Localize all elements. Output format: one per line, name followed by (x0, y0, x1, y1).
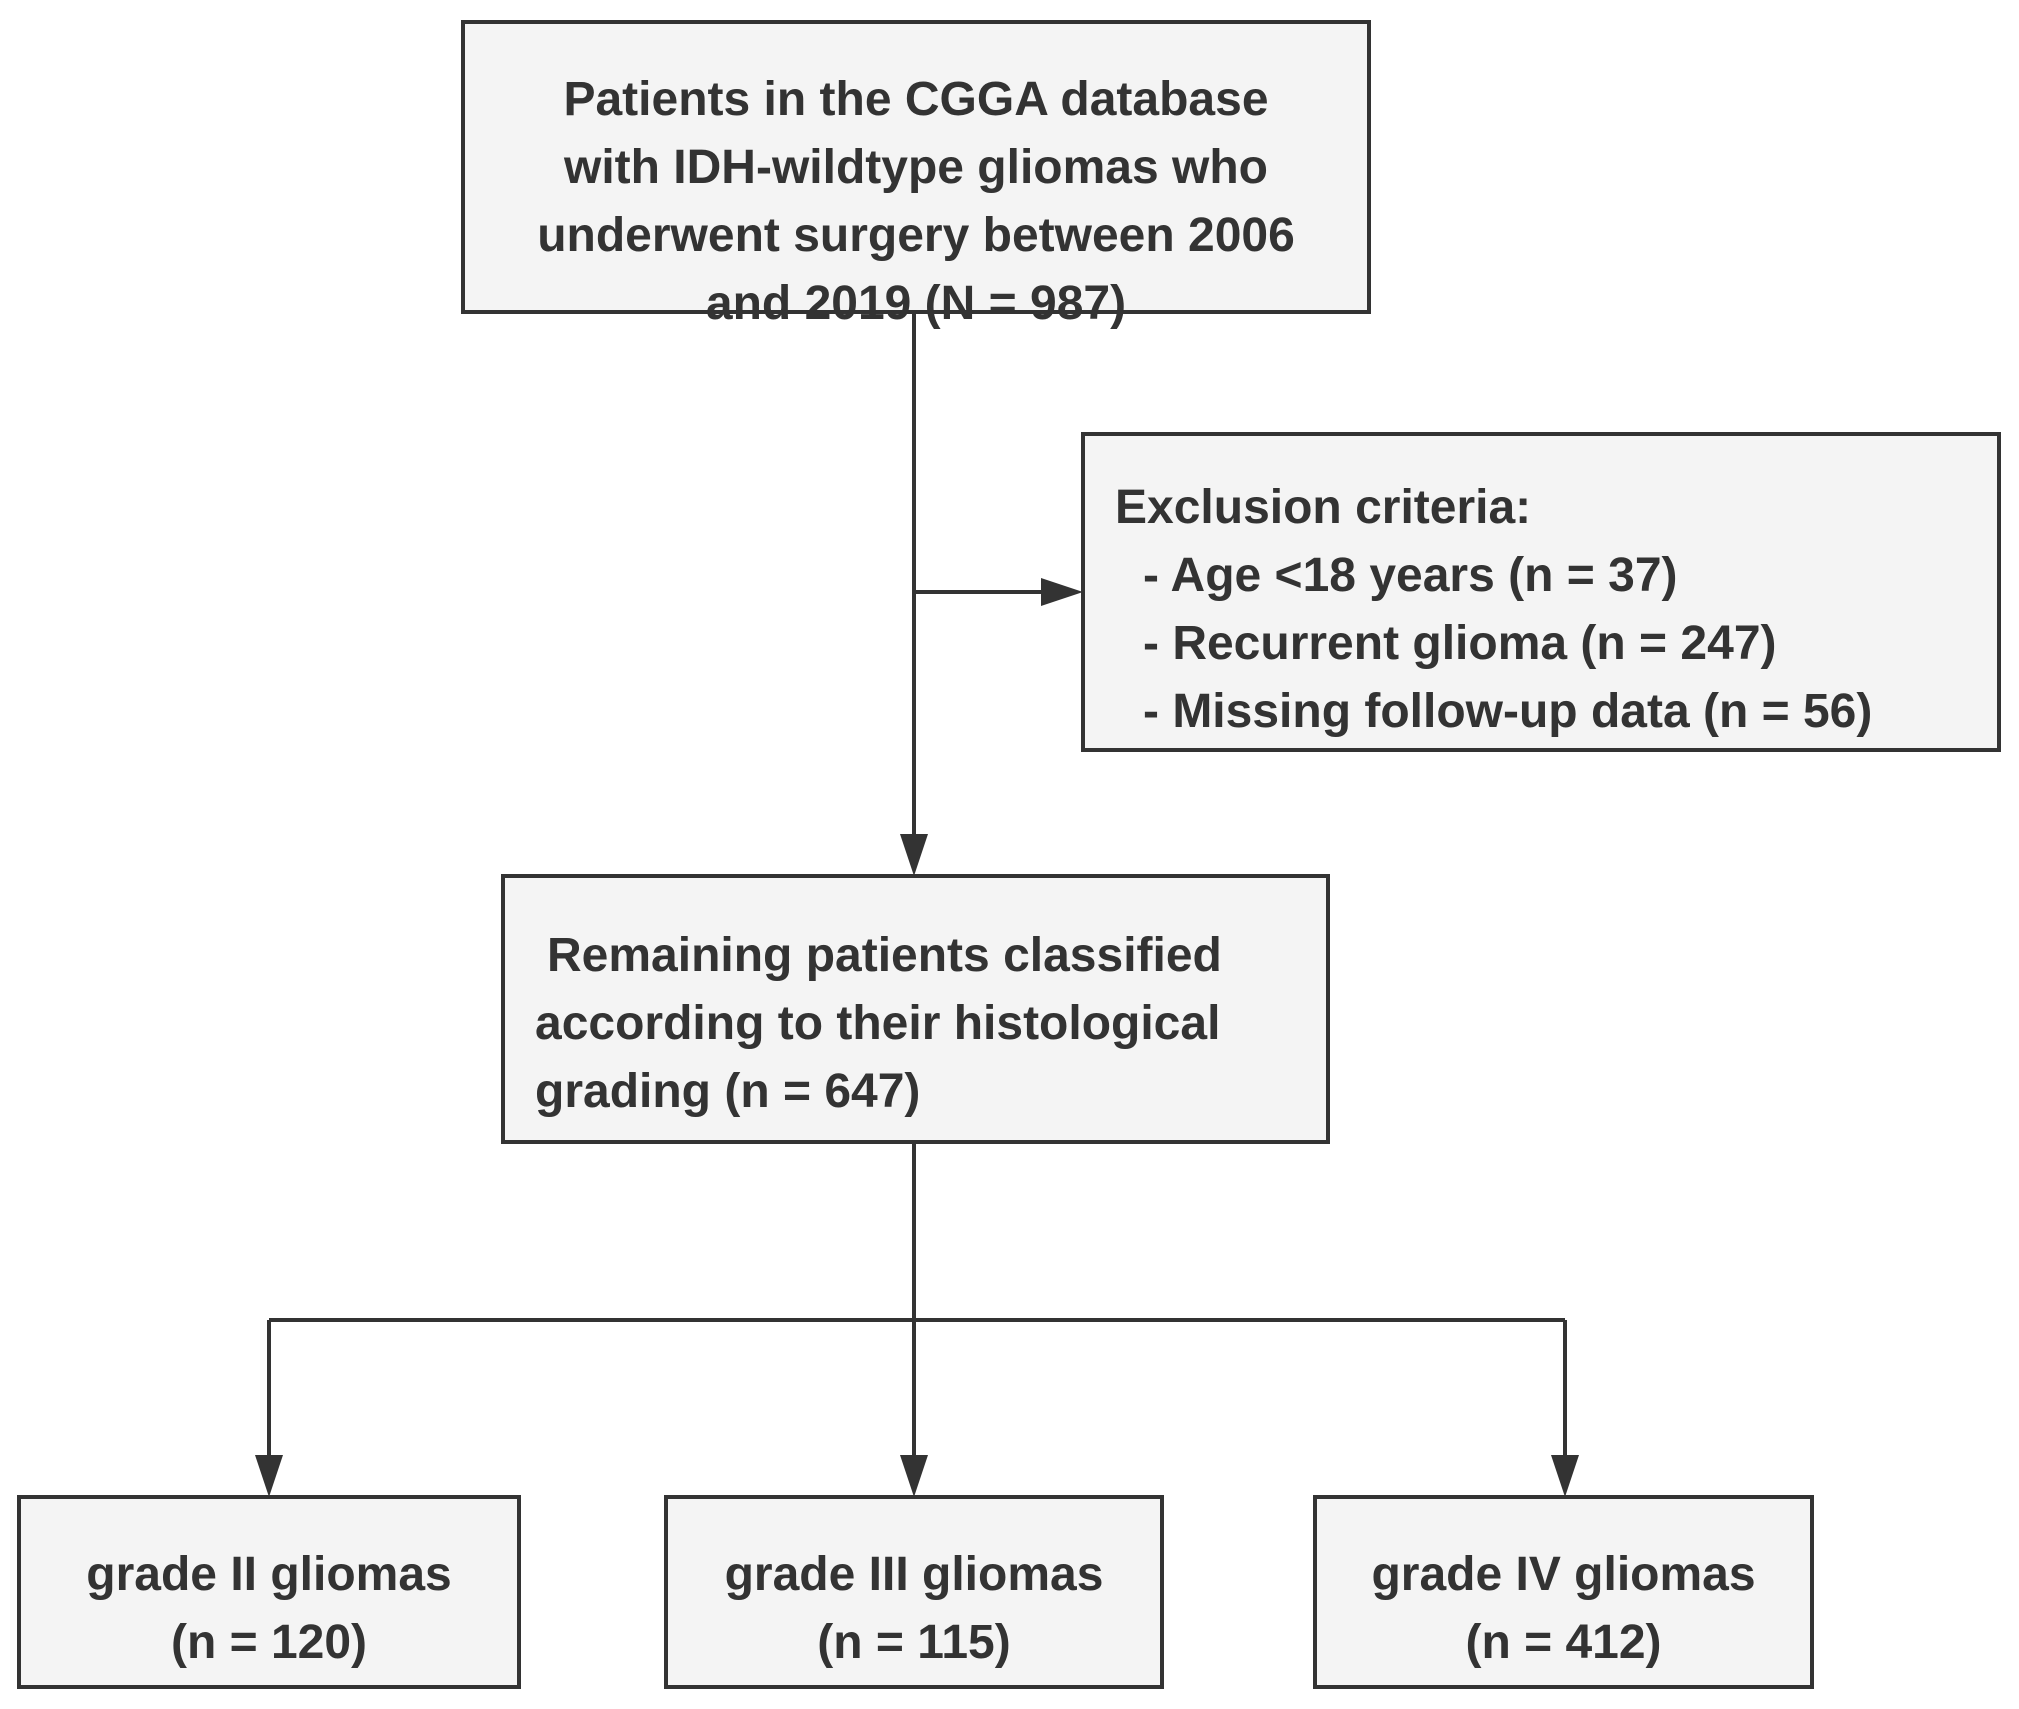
start-line: with IDH-wildtype gliomas who (563, 141, 1268, 194)
grade-count: (n = 412) (1465, 1616, 1662, 1669)
grade-iii-box: grade III gliomas (n = 115) (664, 1495, 1164, 1689)
start-line: and 2019 (N = 987) (705, 277, 1127, 330)
grade-count: (n = 115) (817, 1616, 1011, 1669)
grade-iv-box: grade IV gliomas (n = 412) (1313, 1495, 1814, 1689)
arrowhead-to-remaining (900, 834, 928, 876)
remaining-line: grading (n = 647) (535, 1065, 921, 1118)
grade-ii-box: grade II gliomas (n = 120) (17, 1495, 521, 1689)
start-line: Patients in the CGGA database (563, 73, 1269, 126)
arrowhead-to-grade4 (1551, 1455, 1579, 1497)
start-box: Patients in the CGGA database with IDH-w… (461, 20, 1371, 330)
remaining-line: Remaining patients classified (547, 929, 1222, 982)
exclusion-item: - Age <18 years (n = 37) (1143, 549, 1678, 602)
grade-label: grade IV gliomas (1371, 1548, 1756, 1601)
grade-label: grade II gliomas (86, 1548, 452, 1601)
start-line: underwent surgery between 2006 (537, 209, 1295, 262)
grade-label: grade III gliomas (724, 1548, 1104, 1601)
arrowhead-to-grade3 (900, 1455, 928, 1497)
exclusion-item: - Missing follow-up data (n = 56) (1143, 685, 1873, 738)
exclusion-heading: Exclusion criteria: (1115, 481, 1532, 534)
exclusion-item: - Recurrent glioma (n = 247) (1143, 617, 1777, 670)
arrowhead-to-exclusion (1041, 578, 1083, 606)
remaining-line: according to their histological (535, 997, 1221, 1050)
remaining-patients-box: Remaining patients classified according … (501, 874, 1330, 1144)
arrowhead-to-grade2 (255, 1455, 283, 1497)
grade-count: (n = 120) (170, 1616, 368, 1669)
exclusion-criteria-box: Exclusion criteria: - Age <18 years (n =… (1081, 432, 2001, 752)
